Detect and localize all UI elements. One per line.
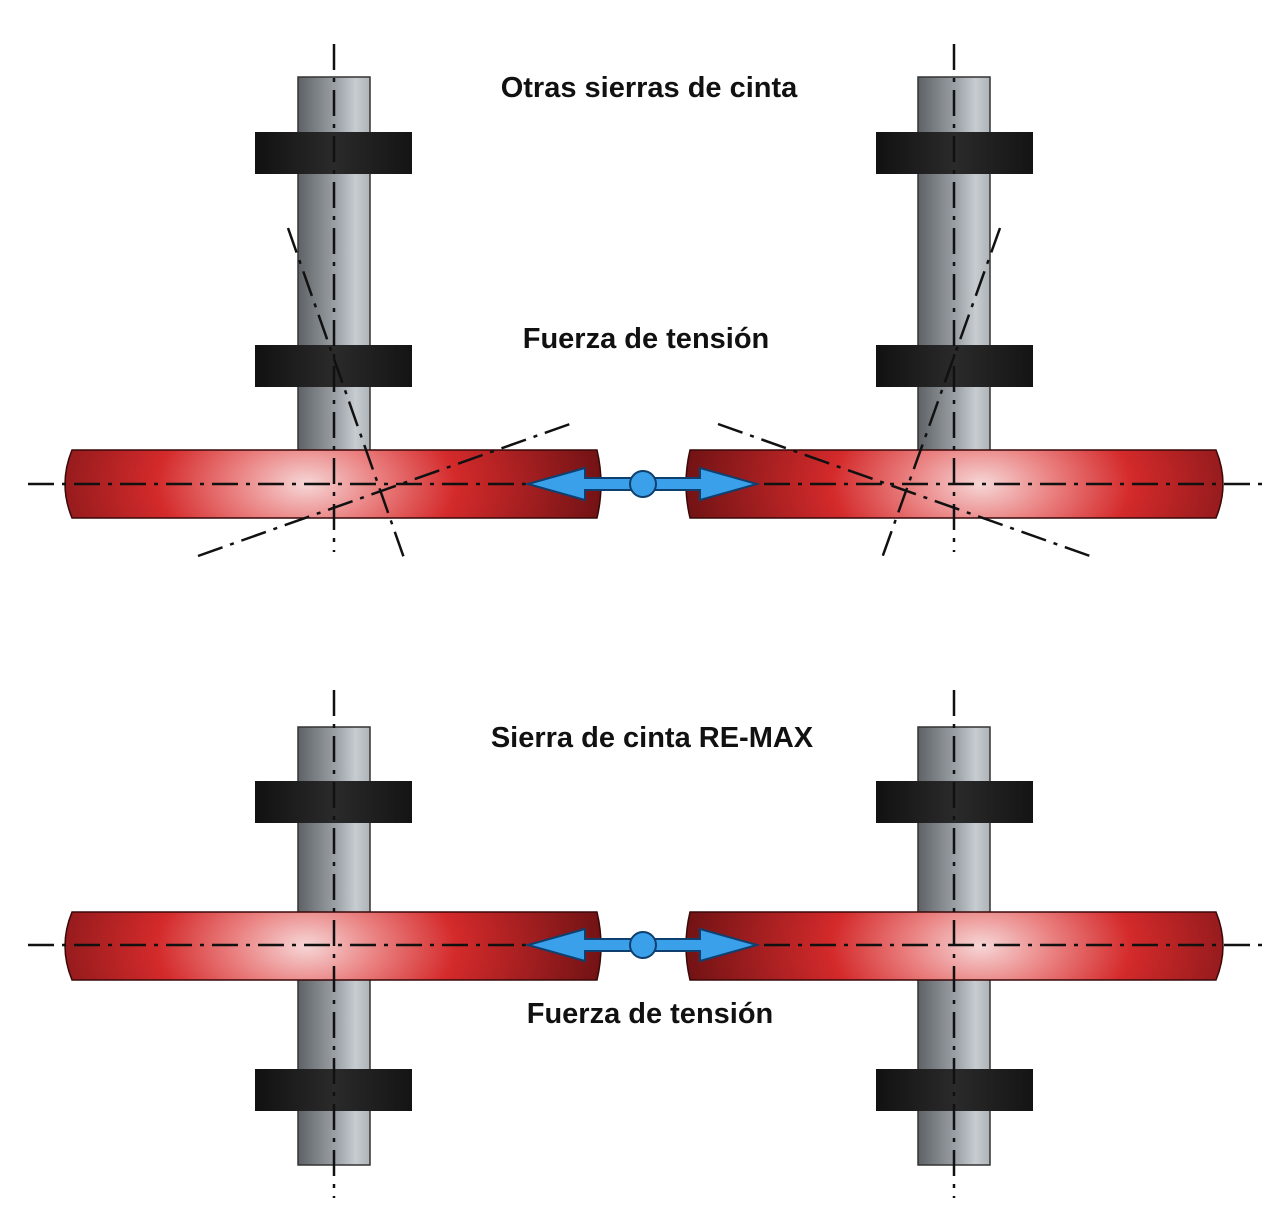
bottom-force-label: Fuerza de tensión xyxy=(526,998,774,1030)
top-title: Otras sierras de cinta xyxy=(500,72,798,104)
top-right-tilted-wheel-plane xyxy=(717,422,1091,558)
bottom-tension-arrow xyxy=(524,927,761,963)
bottom-panel xyxy=(28,690,1262,1198)
top-left-tilted-axis xyxy=(286,227,406,559)
top-panel xyxy=(28,44,1262,559)
bottom-title: Sierra de cinta RE-MAX xyxy=(490,722,814,754)
top-right-tilted-axis xyxy=(880,227,1002,559)
top-force-label: Fuerza de tensión xyxy=(522,323,770,355)
top-left-tilted-wheel-plane xyxy=(197,422,571,558)
top-tension-arrow xyxy=(524,466,761,502)
